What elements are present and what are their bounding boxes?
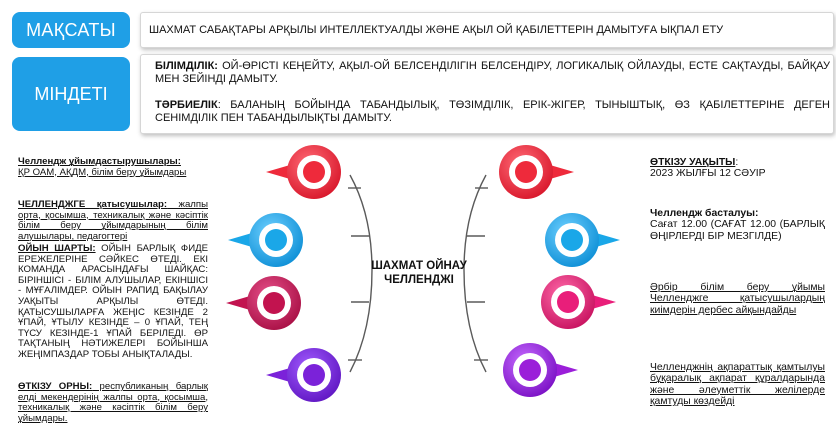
participants-block: ЧЕЛЛЕНДЖГЕ қатысушылар: жалпы орта, қосы… bbox=[18, 199, 208, 242]
venue-label: ӨТКІЗУ ОРНЫ: bbox=[18, 381, 93, 392]
organizers-text: ҚР ОАМ, АҚДМ, білім беру ұйымдары bbox=[18, 166, 187, 178]
education-label: БІЛІМДІЛІК: bbox=[155, 60, 218, 72]
organizers-label: Челлендж ұйымдастырушылары: bbox=[18, 156, 181, 167]
rules-block: ОЙЫН ШАРТЫ: ОЙЫН БАРЛЫҚ ФИДЕ ЕРЕЖЕЛЕРІНЕ… bbox=[18, 243, 208, 361]
connector-lines bbox=[348, 174, 488, 373]
education-task: БІЛІМДІЛІК: ОЙ-ӨРІСТІ КЕҢЕЙТУ, АҚЫЛ-ОЙ Б… bbox=[155, 60, 830, 86]
participants-label: ЧЕЛЛЕНДЖГЕ қатысушылар: bbox=[18, 199, 168, 210]
upbringing-text: : БАЛАНЫҢ БОЙЫНДА ТАБАНДЫЛЫҚ, ТӨЗІМДІЛІК… bbox=[155, 99, 830, 124]
time-block: ӨТКІЗУ УАҚЫТЫ: 2023 ЖЫЛҒЫ 12 СӘУІР bbox=[650, 157, 825, 180]
center-title: ШАХМАТ ОЙНАУ ЧЕЛЛЕНДЖІ bbox=[371, 260, 467, 286]
time-colon: : bbox=[735, 157, 739, 168]
venue-block: ӨТКІЗУ ОРНЫ: республиканың барлық елді м… bbox=[18, 381, 209, 424]
circle-arrow-icon bbox=[499, 145, 574, 199]
education-text: ОЙ-ӨРІСТІ КЕҢЕЙТУ, АҚЫЛ-ОЙ БЕЛСЕНДІЛІГІН… bbox=[155, 60, 830, 85]
circle-arrow-icon bbox=[228, 213, 303, 267]
start-text: Сағат 12.00 (САҒАТ 12.00 (БАРЛЫҚ ӨҢІРЛЕР… bbox=[650, 219, 825, 242]
upbringing-label: ТӘРБИЕЛІК bbox=[155, 99, 218, 111]
time-value: 2023 ЖЫЛҒЫ 12 СӘУІР bbox=[650, 168, 766, 180]
upbringing-task: ТӘРБИЕЛІК: БАЛАНЫҢ БОЙЫНДА ТАБАНДЫЛЫҚ, Т… bbox=[155, 99, 830, 125]
circle-arrow-icon bbox=[541, 275, 616, 329]
circle-arrow-icon bbox=[503, 343, 578, 397]
dress-code-block: Әрбір білім беру ұйымы Челленджге қатысу… bbox=[650, 282, 825, 316]
time-label: ӨТКІЗУ УАҚЫТЫ bbox=[650, 157, 736, 168]
circle-arrow-icon bbox=[545, 213, 620, 267]
tasks-panel: БІЛІМДІЛІК: ОЙ-ӨРІСТІ КЕҢЕЙТУ, АҚЫЛ-ОЙ Б… bbox=[140, 54, 834, 134]
start-block: Челлендж басталуы: Сағат 12.00 (САҒАТ 12… bbox=[650, 208, 825, 242]
right-connector bbox=[463, 174, 487, 373]
circle-arrow-icon bbox=[266, 145, 341, 199]
circle-arrow-icon bbox=[226, 276, 301, 330]
goal-panel: ШАХМАТ САБАҚТАРЫ АРҚЫЛЫ ИНТЕЛЛЕКТУАЛДЫ Ж… bbox=[140, 12, 834, 48]
organizers-block: Челлендж ұйымдастырушылары: ҚР ОАМ, АҚДМ… bbox=[18, 156, 218, 178]
venue-text: республиканың барлық елді мекендерінің ж… bbox=[18, 381, 209, 424]
start-label: Челлендж басталуы: bbox=[650, 208, 759, 219]
participants-text: жалпы орта, қосымша, техникалық және кәс… bbox=[18, 199, 208, 242]
rules-text: ОЙЫН БАРЛЫҚ ФИДЕ ЕРЕЖЕЛЕРІНЕ СӘЙКЕС ӨТЕД… bbox=[18, 243, 208, 360]
left-connector bbox=[349, 174, 373, 373]
dress-code-text: Әрбір білім беру ұйымы Челленджге қатысу… bbox=[650, 282, 825, 316]
goal-text: ШАХМАТ САБАҚТАРЫ АРҚЫЛЫ ИНТЕЛЛЕКТУАЛДЫ Ж… bbox=[149, 24, 724, 36]
media-text: Челленджнің ақпараттық қамтылуы бұқаралы… bbox=[650, 362, 825, 408]
media-block: Челленджнің ақпараттық қамтылуы бұқаралы… bbox=[650, 362, 825, 408]
goal-tag: МАҚСАТЫ bbox=[12, 12, 130, 48]
circle-arrow-icon bbox=[266, 348, 341, 402]
tasks-tag: МІНДЕТІ bbox=[12, 57, 130, 131]
rules-label: ОЙЫН ШАРТЫ: bbox=[18, 243, 96, 254]
